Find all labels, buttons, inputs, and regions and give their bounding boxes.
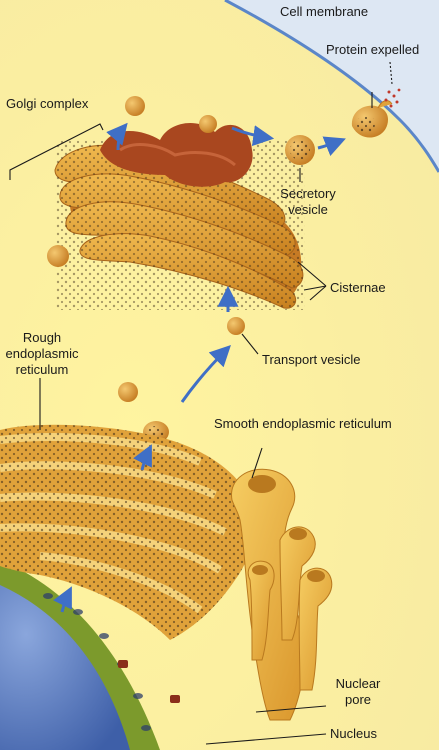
label-rough-er-1: Rough xyxy=(22,330,62,345)
label-rough-er-2: endoplasmic xyxy=(5,346,79,361)
nucleus xyxy=(0,585,130,750)
label-smooth-er: Smooth endoplasmic reticulum xyxy=(214,416,392,431)
label-secretory-vesicle-1: Secretory xyxy=(280,186,336,201)
er-vesicle xyxy=(118,382,138,402)
label-nuclear-pore-2: pore xyxy=(344,692,372,707)
label-rough-er-3: reticulum xyxy=(15,362,69,377)
label-cell-membrane: Cell membrane xyxy=(280,4,369,19)
golgi-vesicle-3 xyxy=(47,245,69,267)
label-nucleus: Nucleus xyxy=(330,726,377,741)
label-nuclear-pore-1: Nuclear xyxy=(335,676,381,691)
leader-lines xyxy=(9,61,393,745)
label-cisternae: Cisternae xyxy=(330,280,386,295)
smooth-er xyxy=(231,468,333,721)
golgi-complex xyxy=(54,122,305,310)
expelled-protein-dots xyxy=(384,88,401,108)
label-protein-expelled: Protein expelled xyxy=(326,42,420,57)
label-golgi-complex: Golgi complex xyxy=(6,96,89,111)
ribosome-clusters xyxy=(118,660,180,703)
golgi-vesicle-1 xyxy=(125,96,145,116)
transport-vesicle xyxy=(227,317,245,335)
rough-er xyxy=(0,424,255,640)
extracellular-space xyxy=(225,0,439,172)
label-transport-vesicle: Transport vesicle xyxy=(262,352,361,367)
secretory-vesicle xyxy=(285,135,315,165)
transport-arrows xyxy=(53,122,346,613)
expelling-vesicle xyxy=(351,100,393,138)
golgi-vesicle-2 xyxy=(199,115,217,133)
label-secretory-vesicle-2: vesicle xyxy=(288,202,328,217)
